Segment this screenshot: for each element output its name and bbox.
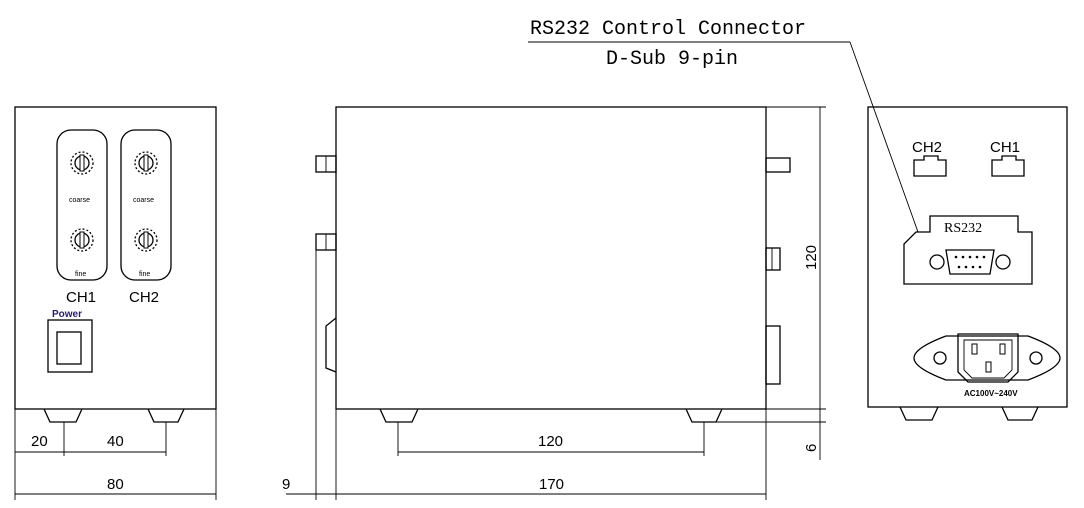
rs232-dsub-connector[interactable] bbox=[945, 249, 995, 275]
ch1-label: CH1 bbox=[66, 289, 96, 306]
power-label: Power bbox=[52, 309, 82, 320]
ch2-label: CH2 bbox=[129, 289, 159, 306]
dim-side-protrusion: 9 bbox=[282, 476, 290, 493]
dim-foot-height: 6 bbox=[803, 444, 820, 452]
rs232-screw-left bbox=[929, 254, 945, 270]
side-right-foot bbox=[685, 408, 723, 423]
back-left-foot bbox=[899, 406, 939, 421]
back-view: CH2 CH1 RS232 AC100V~240V bbox=[867, 106, 1068, 421]
ac-screw-left bbox=[933, 351, 947, 365]
ch1-fine-knob[interactable] bbox=[70, 228, 94, 252]
side-body-outline bbox=[335, 106, 767, 410]
dim-front-width: 80 bbox=[107, 476, 124, 493]
back-ch2-label: CH2 bbox=[912, 139, 942, 156]
side-rs232-connector bbox=[765, 157, 791, 173]
back-ch1-connector[interactable] bbox=[991, 155, 1025, 177]
ac-voltage-label: AC100V~240V bbox=[964, 389, 1018, 398]
side-view: 9 170 120 120 6 bbox=[282, 106, 826, 500]
front-view: coarse fine coarse fine CH1 CH2 Power bbox=[14, 106, 217, 500]
rs232-plate bbox=[903, 215, 1033, 285]
side-left-foot bbox=[379, 408, 419, 423]
front-panel-outline bbox=[14, 106, 217, 410]
back-panel-outline bbox=[867, 106, 1068, 408]
dim-side-height: 120 bbox=[803, 245, 820, 270]
ch1-knob-panel bbox=[56, 129, 108, 281]
ch2-coarse-knob[interactable] bbox=[134, 151, 158, 175]
front-right-foot bbox=[147, 408, 185, 423]
dim-side-foot-spacing: 120 bbox=[538, 433, 563, 450]
dim-front-foot-spacing: 40 bbox=[107, 433, 124, 450]
side-port-tab bbox=[765, 247, 781, 271]
back-ch1-label: CH1 bbox=[990, 139, 1020, 156]
rs232-callout: RS232 Control Connector D-Sub 9-pin bbox=[528, 18, 919, 233]
dim-side-depth: 170 bbox=[539, 476, 564, 493]
dim-front-offset: 20 bbox=[31, 433, 48, 450]
ac-screw-right bbox=[1029, 351, 1043, 365]
callout-leader-line bbox=[849, 41, 919, 233]
ac-inlet-socket[interactable] bbox=[957, 333, 1019, 383]
rs232-pins bbox=[954, 255, 986, 269]
ch1-coarse-label: coarse bbox=[69, 197, 90, 204]
rs232-label: RS232 bbox=[944, 221, 982, 236]
back-ch2-connector[interactable] bbox=[913, 155, 947, 177]
ch1-coarse-knob[interactable] bbox=[70, 151, 94, 175]
callout-subtitle: D-Sub 9-pin bbox=[606, 48, 738, 71]
front-left-foot bbox=[43, 408, 83, 423]
power-switch-frame bbox=[47, 319, 93, 373]
ch1-fine-label: fine bbox=[75, 271, 86, 278]
ch2-knob-panel bbox=[120, 129, 172, 281]
side-ac-inlet bbox=[765, 325, 781, 385]
side-power-switch bbox=[325, 317, 337, 373]
back-right-foot bbox=[1001, 406, 1039, 421]
ch2-fine-knob[interactable] bbox=[134, 228, 158, 252]
ch2-fine-label: fine bbox=[139, 271, 150, 278]
power-switch[interactable] bbox=[56, 331, 82, 365]
rs232-screw-right bbox=[995, 254, 1011, 270]
ch2-coarse-label: coarse bbox=[133, 197, 154, 204]
ac-inlet-flange bbox=[913, 335, 1061, 381]
callout-title: RS232 Control Connector bbox=[530, 18, 806, 41]
